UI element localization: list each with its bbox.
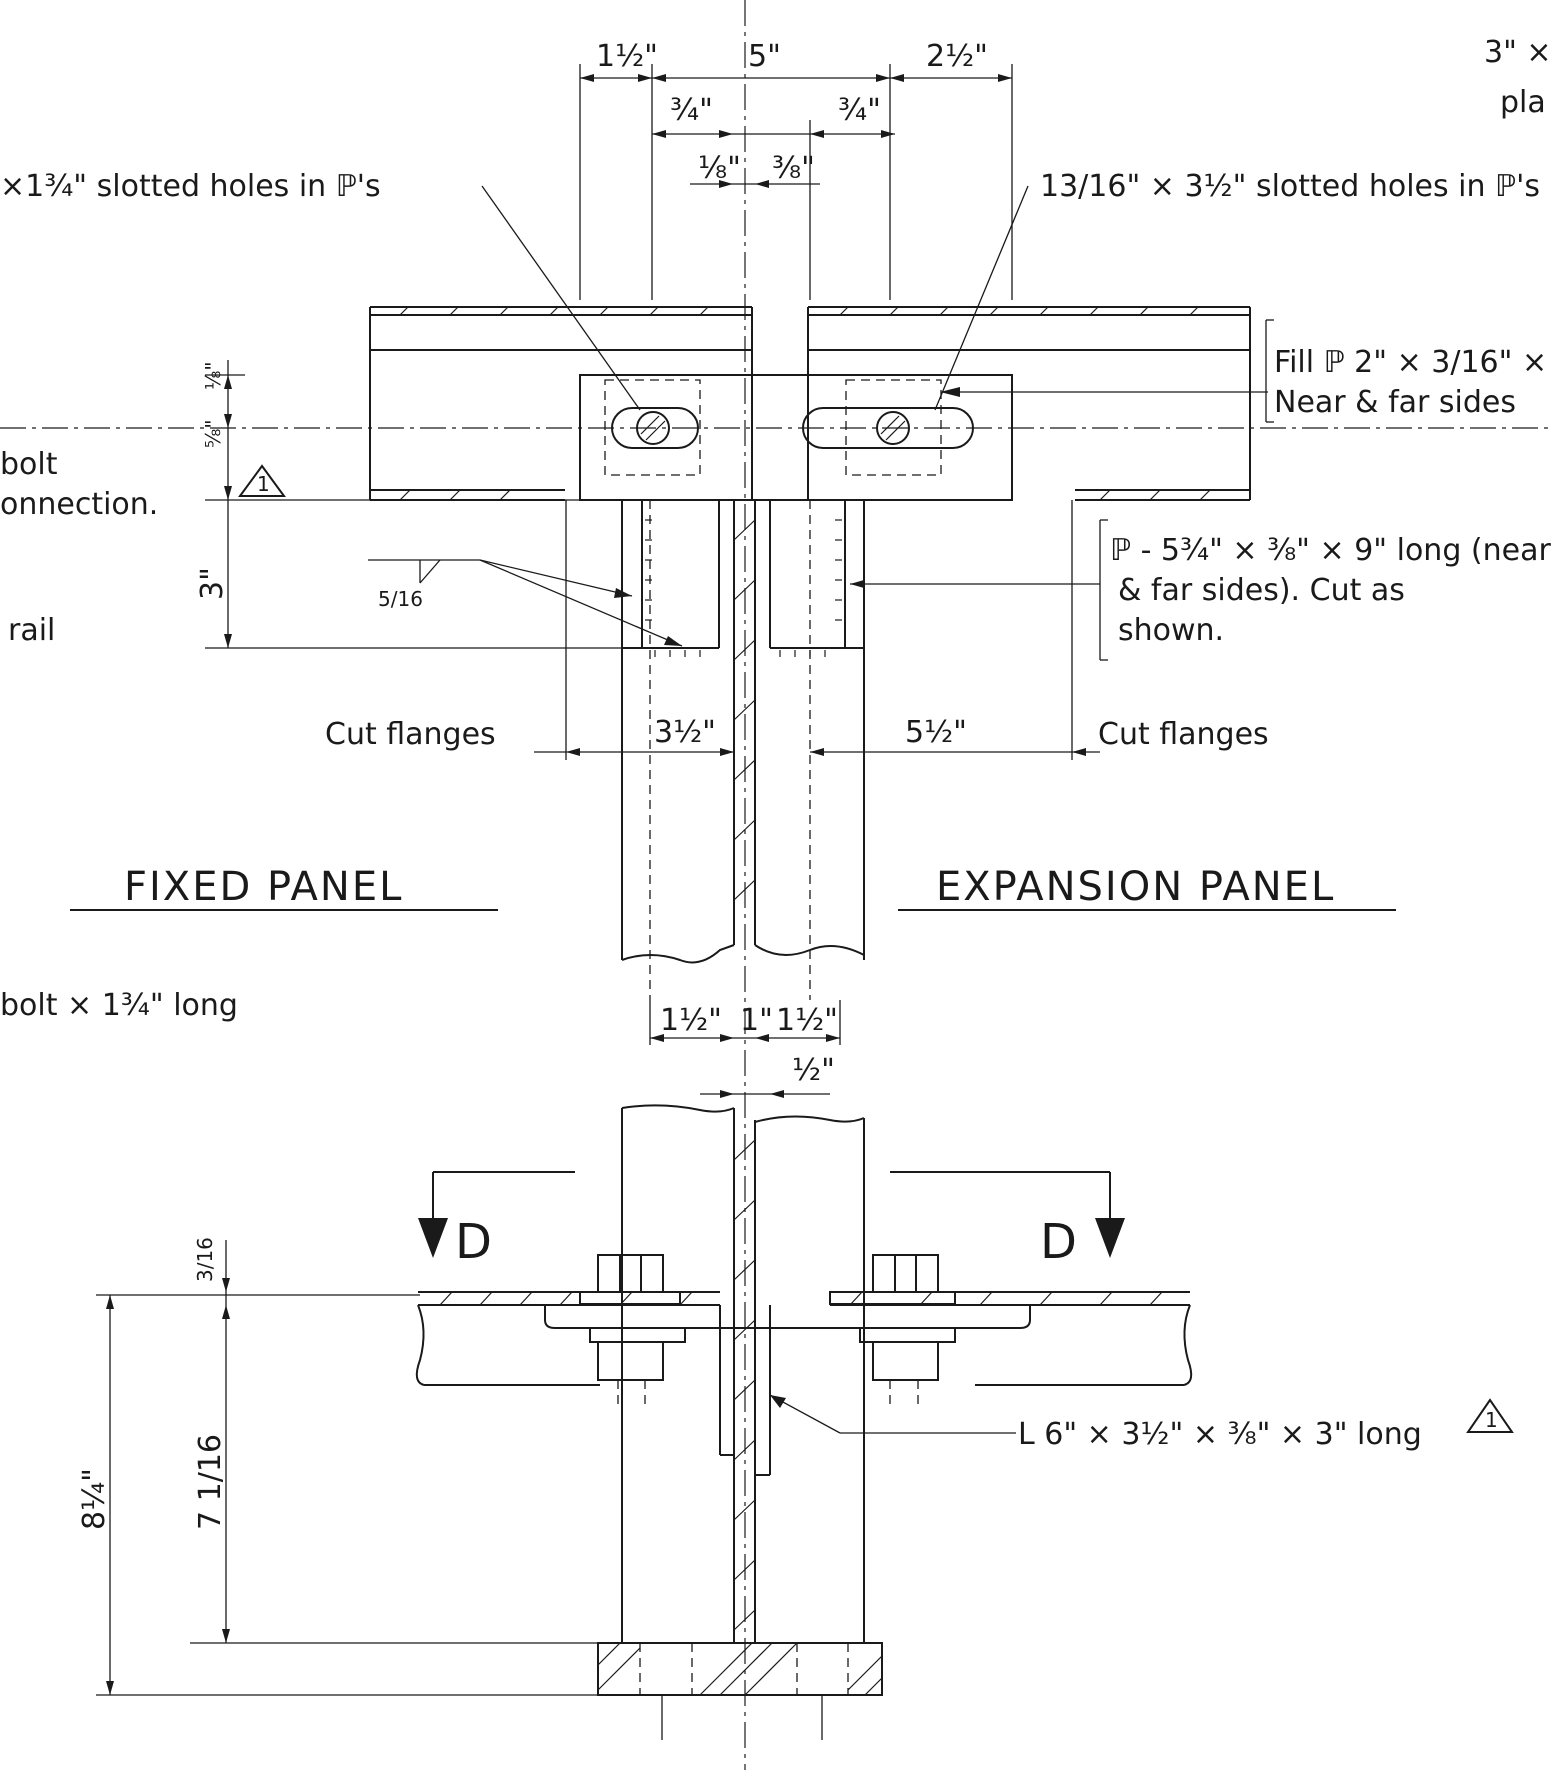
- expansion-panel-title: EXPANSION PANEL: [936, 864, 1335, 910]
- lower-left-dims: 3/16 7 1/16 8¼": [77, 1237, 598, 1696]
- dim-plate-thk: 3/16: [193, 1237, 217, 1282]
- dim-overall: 8¼": [77, 1468, 112, 1530]
- top-dimension-chain: 1½" 5" 2½" ¾" ¾" ⅛" ⅜": [579, 39, 1013, 300]
- base-plate: [597, 1642, 883, 1740]
- revision-upper: 1: [257, 472, 270, 496]
- dim-web-left: 3½": [654, 715, 716, 750]
- slot-leader-left: [481, 185, 641, 411]
- weld-size: 5/16: [378, 587, 423, 611]
- dim-inner-right: ¾": [838, 93, 881, 128]
- revision-triangle-upper: [238, 464, 286, 497]
- dim-bottom-mid: 1": [740, 1003, 773, 1038]
- left-side-dims: ⅛" ⅝" 3": [195, 360, 630, 649]
- bolt-label: bolt: [0, 447, 58, 482]
- slot-label-right: 13/16" × 3½" slotted holes in ℙ's: [1040, 169, 1540, 204]
- cut-flanges-left: Cut flanges: [325, 717, 496, 752]
- bolt-assembly-right: [829, 1254, 956, 1410]
- cut-flanges-right: Cut flanges: [1098, 717, 1269, 752]
- slot-hole-left: [611, 407, 699, 449]
- bolt-length-label: bolt × 1¾" long: [0, 988, 238, 1023]
- bolt-left: [636, 411, 670, 445]
- dim-bottom-left: 1½": [660, 1003, 722, 1038]
- dim-top-right: 2½": [926, 39, 988, 74]
- revision-triangle-lower: [1466, 1398, 1514, 1433]
- fill-plate-arrow: [940, 387, 960, 397]
- angle-spec-label: L 6" × 3½" × ⅜" × 3" long: [1018, 1417, 1422, 1452]
- top-right-corner-label: 3" × 1: [1484, 35, 1554, 70]
- mid-dimension-chain: 1½" 1" 1½" ½": [649, 1000, 841, 1098]
- dim-top-left: 1½": [596, 39, 658, 74]
- dim-side-upper: ⅛": [201, 361, 225, 390]
- bolt-right: [876, 411, 910, 445]
- plate-spec-1: ℙ - 5¾" × ⅜" × 9" long (near: [1110, 533, 1551, 568]
- plate-spec-2: & far sides). Cut as: [1118, 573, 1405, 608]
- fill-plate-left: [604, 379, 701, 476]
- slot-leader-right: [934, 185, 1029, 411]
- fixed-panel-title: FIXED PANEL: [124, 864, 403, 910]
- slot-hole-right: [802, 407, 974, 449]
- bolt-assembly-left: [579, 1254, 686, 1410]
- fill-plate-label-2: Near & far sides: [1274, 385, 1516, 420]
- dim-angle-height: 7 1/16: [193, 1434, 228, 1530]
- cut-flange-dims: 3½" 5½": [534, 500, 1100, 760]
- section-label-right: D: [1040, 1214, 1077, 1270]
- splice-plate: [579, 374, 1013, 501]
- dim-side-lower: ⅝": [201, 419, 225, 448]
- connection-label: onnection.: [0, 487, 158, 522]
- revision-lower: 1: [1485, 1408, 1498, 1432]
- dim-half: ½": [792, 1053, 835, 1088]
- column-lower: [621, 1104, 865, 1643]
- dim-side-three: 3": [195, 567, 230, 600]
- fill-plate-label-1: Fill ℙ 2" × 3/16" × 2" long: [1274, 345, 1554, 380]
- dim-inner-left: ¾": [670, 93, 713, 128]
- fill-plate-right: [845, 379, 942, 476]
- dim-top-mid: 5": [748, 39, 781, 74]
- top-right-corner-label-2: pla: [1500, 85, 1546, 120]
- rail-label: rail: [8, 613, 55, 648]
- dim-bottom-right: 1½": [776, 1003, 838, 1038]
- upper-beam: [369, 306, 1251, 501]
- dim-gap-left: ⅛": [698, 151, 741, 186]
- section-label-left: D: [455, 1214, 492, 1270]
- slot-label-left: ×1¾" slotted holes in ℙ's: [0, 169, 381, 204]
- section-marker-right: [890, 1171, 1125, 1258]
- dim-gap-right: ⅜": [772, 151, 815, 186]
- section-marker-left: [418, 1171, 575, 1258]
- dim-web-right: 5½": [905, 715, 967, 750]
- plate-spec-3: shown.: [1118, 613, 1224, 648]
- column-upper: [621, 499, 865, 1000]
